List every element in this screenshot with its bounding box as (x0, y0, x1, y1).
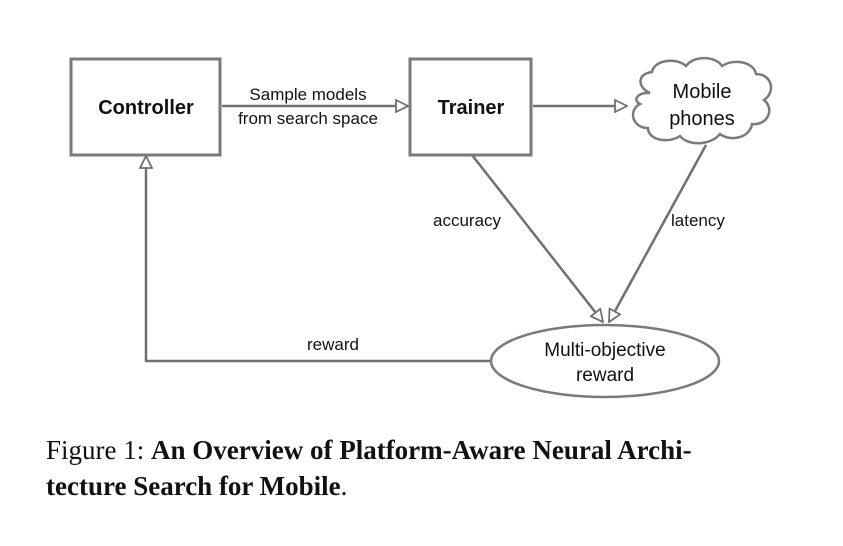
figure-caption: Figure 1: An Overview of Platform-Aware … (46, 432, 816, 504)
trainer-box (408, 57, 533, 157)
accuracy-arrow (471, 154, 603, 322)
architecture-search-diagram: Controller Trainer Mobile phones Multi-o… (69, 56, 773, 399)
reward-node-label-line2: reward (576, 365, 634, 386)
caption-suffix: . (340, 471, 348, 501)
latency-label: latency (671, 211, 725, 230)
reward-node-label-line1: Multi-objective (544, 340, 665, 361)
sample-models-label-line2: from search space (238, 109, 378, 128)
caption-prefix: Figure 1: (46, 435, 151, 465)
mobile-phones-label-line1: Mobile (673, 81, 732, 103)
accuracy-label: accuracy (433, 211, 502, 230)
caption-title-line1: An Overview of Platform-Aware Neural Arc… (151, 435, 692, 465)
controller-box (69, 57, 222, 157)
mobile-phones-cloud (631, 56, 773, 145)
reward-feedback-arrow (146, 156, 490, 363)
sample-models-label-line1: Sample models (249, 85, 366, 104)
multi-objective-reward-ellipse (489, 323, 721, 399)
latency-arrow (607, 144, 708, 322)
controller-label: Controller (98, 97, 194, 119)
mobile-phones-label-line2: phones (669, 108, 735, 130)
reward-edge-label: reward (307, 335, 359, 354)
trainer-label: Trainer (438, 97, 505, 119)
caption-title-line2: tecture Search for Mobile (46, 471, 341, 501)
